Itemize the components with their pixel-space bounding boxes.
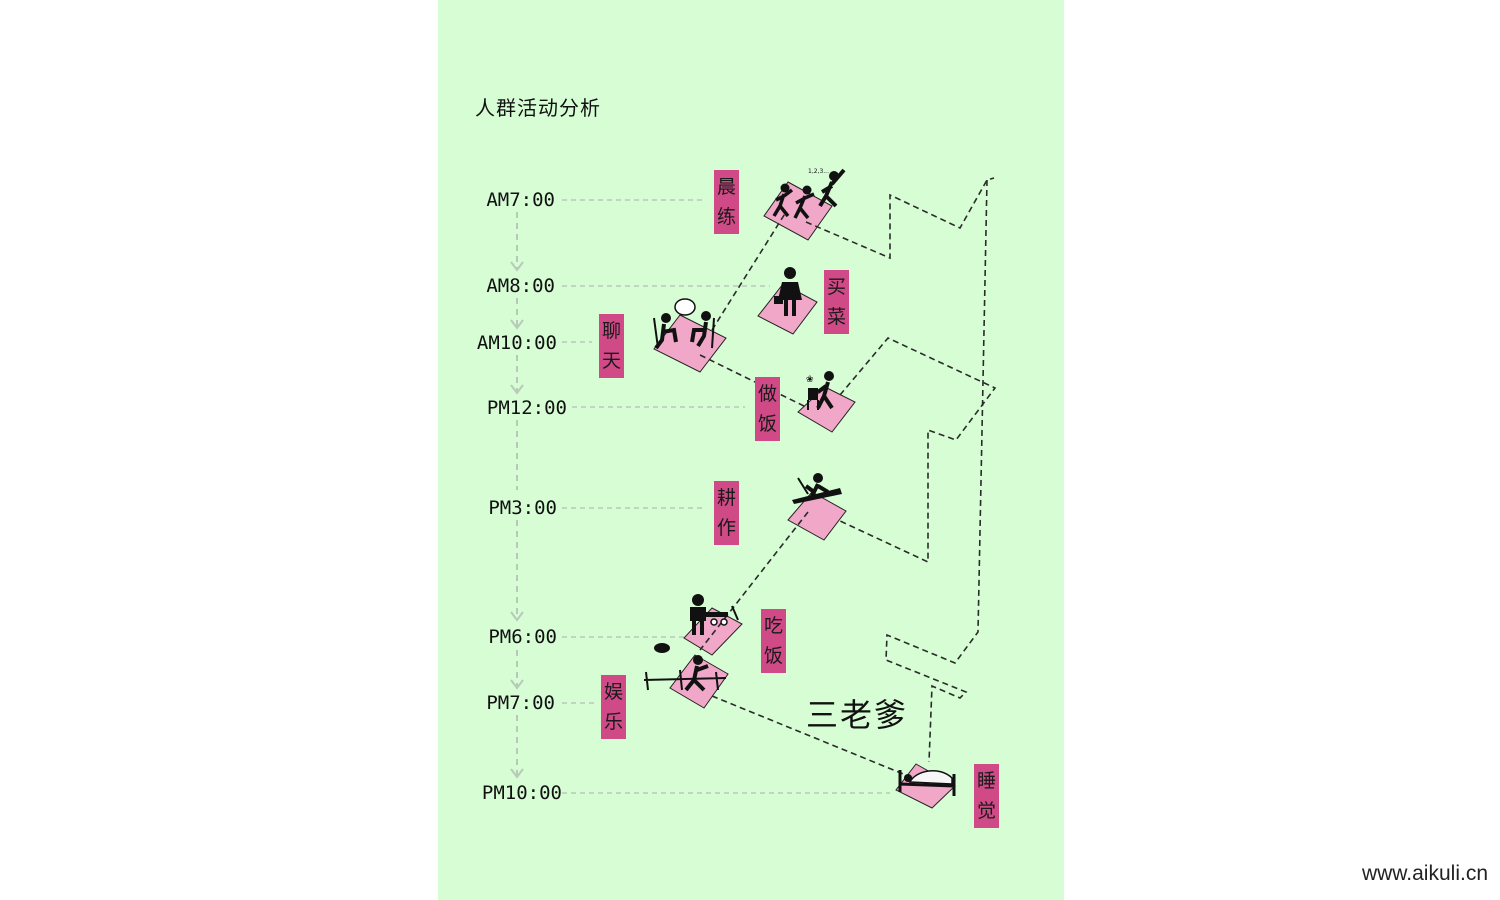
diagram-title: 人群活动分析 xyxy=(475,96,601,120)
grocery-shopping-icon xyxy=(774,267,802,316)
time-am7: AM7:00 xyxy=(486,189,555,211)
label-grocery-shopping: 买菜 xyxy=(824,270,849,334)
chatting-icon xyxy=(653,298,715,350)
label-morning-exercise: 晨练 xyxy=(714,170,739,234)
time-guides xyxy=(562,199,890,794)
svg-text:❀: ❀ xyxy=(806,375,814,385)
time-am10: AM10:00 xyxy=(476,332,557,354)
person-name: 三老爹 xyxy=(806,696,909,734)
time-am8: AM8:00 xyxy=(486,275,555,297)
label-farming: 耕作 xyxy=(714,481,739,545)
label-eating: 吃饭 xyxy=(761,609,786,673)
label-sleeping: 睡觉 xyxy=(974,764,999,828)
time-pm6: PM6:00 xyxy=(488,626,557,648)
activity-tiles xyxy=(653,181,956,809)
label-recreation: 娱乐 xyxy=(601,675,626,739)
cooking-icon: ❀ xyxy=(806,371,834,410)
label-cooking: 做饭 xyxy=(755,377,780,441)
time-pm10: PM10:00 xyxy=(481,782,562,804)
watermark-text: www.aikuli.cn xyxy=(1361,862,1488,885)
farming-icon xyxy=(792,473,842,504)
tile-farming xyxy=(787,491,847,541)
time-pm3: PM3:00 xyxy=(488,497,557,519)
recreation-icon xyxy=(643,643,727,692)
morning-exercise-icon: 1,2,3... xyxy=(772,168,846,220)
label-chatting: 聊天 xyxy=(599,314,624,378)
time-pm12: PM12:00 xyxy=(486,397,567,419)
eating-icon xyxy=(690,594,739,635)
sleeping-icon xyxy=(898,770,956,796)
tile-chatting xyxy=(653,314,727,373)
tile-recreation xyxy=(669,654,729,709)
time-pm7: PM7:00 xyxy=(486,692,555,714)
activity-path xyxy=(699,177,997,781)
svg-text:1,2,3...: 1,2,3... xyxy=(808,168,829,175)
timeline-arrowheads xyxy=(510,261,524,779)
diagram-panel xyxy=(438,0,1064,900)
